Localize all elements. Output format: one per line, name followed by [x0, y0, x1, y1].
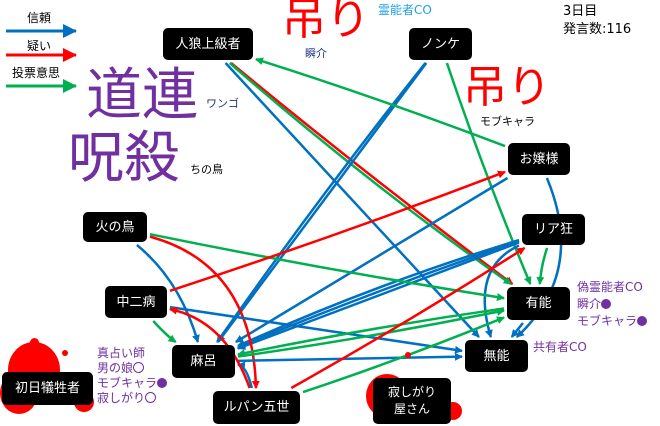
edge-trust-nonke-to-maro [216, 62, 427, 343]
player-node-muno[interactable]: 無能 [465, 340, 528, 372]
post-count: 発言数:116 [563, 22, 632, 37]
edge-trust-chuni-to-muno [169, 305, 463, 354]
michizure-name: ワンゴ [206, 97, 239, 110]
player-node-shonichi[interactable]: 初日犠牲者 [2, 372, 93, 405]
player-node-nonke[interactable]: ノンケ [409, 28, 472, 60]
michizure-mark: 道連 [86, 63, 198, 128]
circle-filled-icon [601, 299, 612, 309]
annotation-line: 寂しがり [97, 391, 167, 406]
edge-vote-nonke-to-yuno [445, 62, 532, 285]
edge-vote-lupin-to-yuno [302, 316, 505, 394]
annotation-line: 瞬介 [577, 296, 647, 313]
annotation-line: 真占い師 [97, 346, 146, 360]
annotation-line: モブキャラ [577, 313, 648, 330]
player-node-maro[interactable]: 麻呂 [172, 345, 235, 378]
annotation-text: 瞬介 [577, 297, 602, 311]
annotation-text: 寂しがり [97, 391, 146, 405]
circle-filled-icon [157, 378, 168, 388]
annotation-line: 偽霊能者CO [577, 280, 643, 294]
hanged-mark-2: 吊り [463, 62, 551, 113]
player-node-chuni[interactable]: 中二病 [105, 286, 167, 318]
edge-vote-chuni-to-maro [152, 320, 177, 344]
edge-doubt-lupin-to-riakyo [290, 246, 526, 390]
edge-trust-yuno-to-muno [510, 322, 524, 338]
edge-trust-riakyo-to-maro [237, 240, 520, 349]
circle-filled-icon [637, 316, 648, 326]
edge-trust-hinotori-to-maro [136, 244, 200, 343]
jusatsu-mark: 呪殺 [68, 126, 180, 191]
edge-vote-yuno-to-maro [237, 307, 505, 357]
medium-co-label: 霊能者CO [378, 3, 432, 17]
annotation-line: 男の娘 [97, 361, 167, 376]
edge-trust-maro-to-muno [237, 352, 463, 363]
annotation-text: モブキャラ [97, 376, 158, 390]
annotation-text: モブキャラ [577, 314, 638, 328]
edge-trust-ojou-to-maro [234, 176, 509, 344]
player-node-lupin[interactable]: ルパン五世 [213, 391, 300, 424]
blood-splat-icon [62, 350, 68, 356]
circle-open-icon [133, 362, 145, 373]
blood-splat-icon [405, 352, 411, 358]
annotation-text: 男の娘 [97, 361, 134, 375]
maro-annotations: 真占い師 男の娘 モブキャラ 寂しがり [97, 346, 168, 406]
edge-doubt-lupin-to-chuni [169, 306, 251, 389]
player-node-sabishi[interactable]: 寂しがり屋さん [373, 378, 451, 424]
legend-vote-label: 投票意思 [12, 66, 61, 80]
edge-trust-riakyo-to-maro [237, 241, 520, 350]
circle-open-icon [145, 392, 157, 403]
edge-trust-nonke-to-maro [217, 62, 428, 343]
player-node-yuno[interactable]: 有能 [507, 287, 570, 320]
legend-doubt-label: 疑い [27, 39, 52, 53]
player-node-jinro[interactable]: 人狼上級者 [163, 28, 253, 60]
hanged-name-1: 瞬介 [305, 47, 327, 60]
hanged-name-2: モブキャラ [480, 115, 535, 128]
blood-splat-icon [30, 338, 39, 347]
edge-vote-maro-to-yuno [237, 308, 505, 358]
player-node-ojou[interactable]: お嬢様 [508, 143, 570, 175]
day-label: 3日目 [563, 4, 598, 19]
edge-trust-jinro-to-muno [224, 62, 480, 338]
yuno-annotations: 偽霊能者CO 瞬介 モブキャラ [577, 279, 648, 330]
player-node-hinotori[interactable]: 火の鳥 [83, 212, 147, 242]
legend-trust-label: 信頼 [27, 11, 52, 25]
edge-doubt-chuni-to-ojou [169, 170, 506, 293]
edge-trust-riakyo-to-maro [237, 238, 520, 348]
annotation-line: モブキャラ [97, 376, 168, 391]
edge-vote-ojou-to-jinro [255, 57, 506, 148]
player-node-riakyo[interactable]: リア狂 [522, 214, 585, 245]
muno-annotation: 共有者CO [533, 340, 587, 354]
edge-trust-ojou-to-muno [515, 177, 563, 338]
status-block: 3日目 発言数:116 [563, 3, 631, 39]
hanged-mark-1: 吊り [282, 0, 370, 45]
jusatsu-name: ちの鳥 [190, 163, 223, 176]
edge-vote-riakyo-to-yuno [536, 247, 549, 285]
